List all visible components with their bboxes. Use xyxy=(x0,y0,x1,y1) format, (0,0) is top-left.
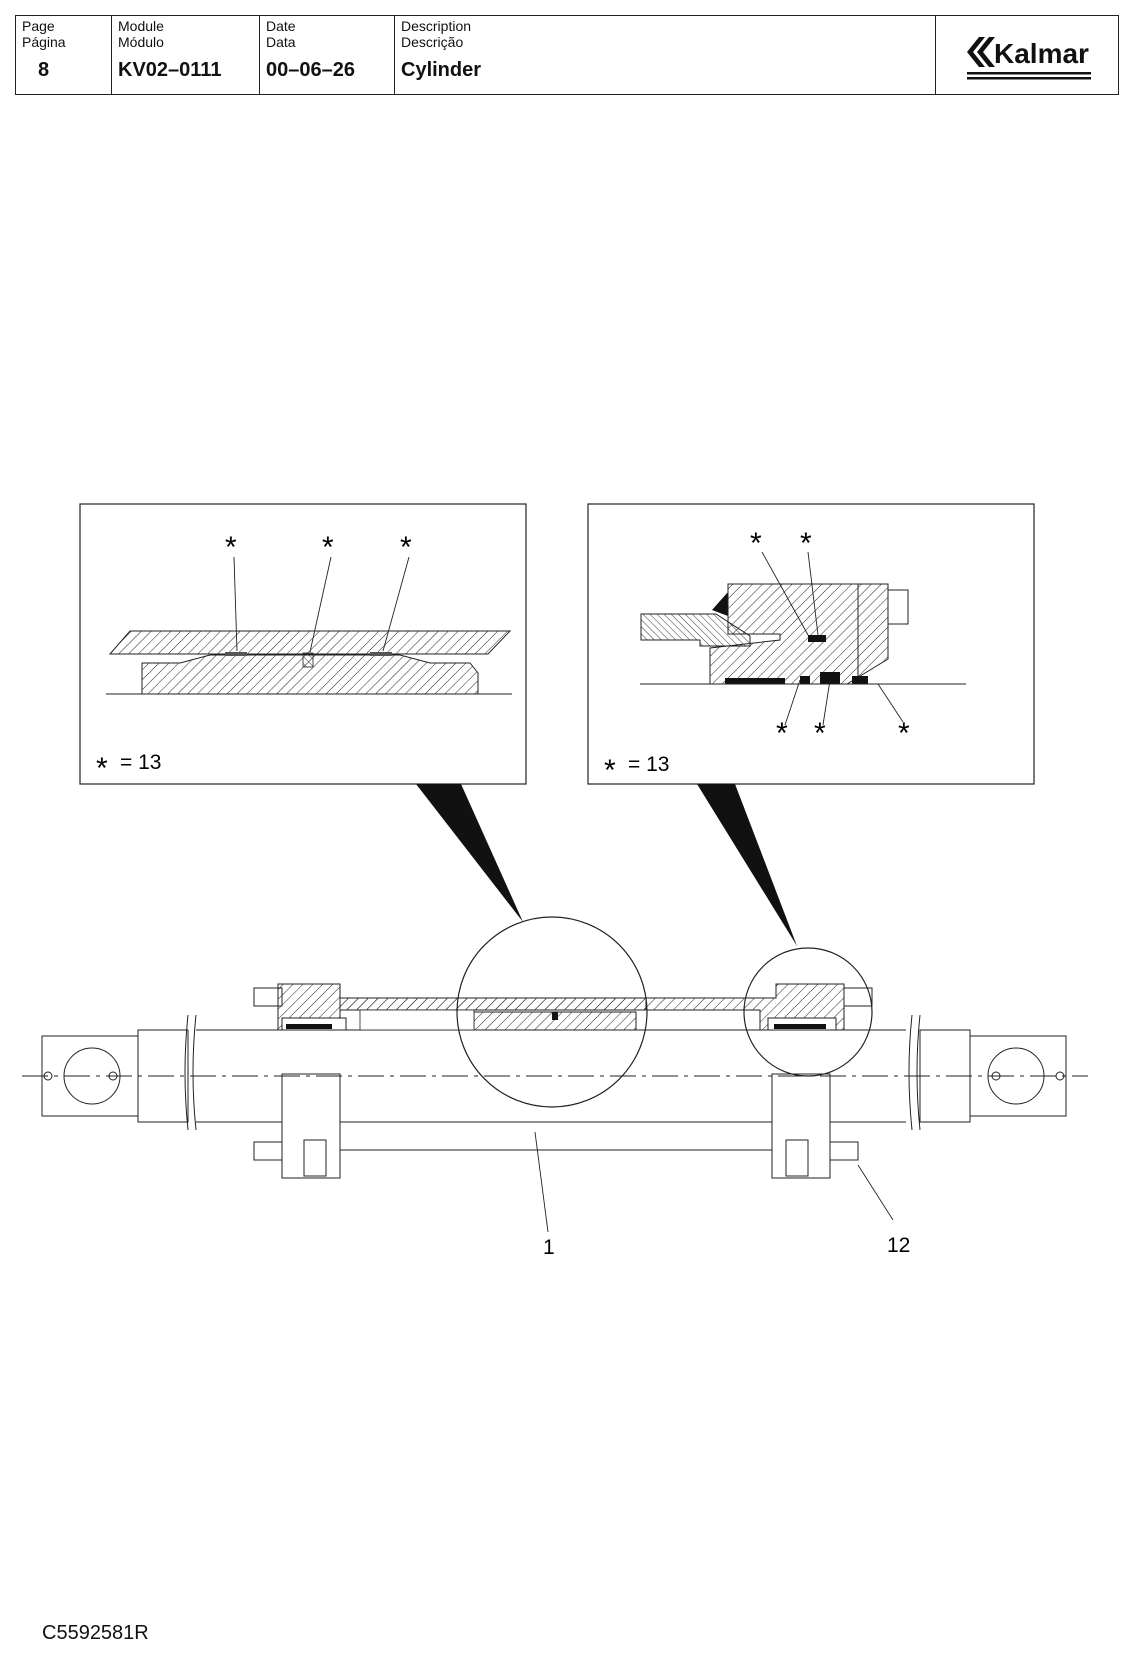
star-mark: * xyxy=(322,531,334,564)
module-label-pt: Módulo xyxy=(118,34,164,50)
module-cell: Module Módulo KV02–0111 xyxy=(112,16,260,94)
module-label: Module xyxy=(118,18,164,34)
detail-left: * * * * = 13 xyxy=(79,503,527,785)
module-number: KV02–0111 xyxy=(118,59,222,81)
page-label: Page xyxy=(22,18,55,34)
star-mark: * xyxy=(800,527,812,560)
callout-12: 12 xyxy=(887,1234,910,1257)
legend-star: * xyxy=(604,754,616,787)
callout-wedge-right xyxy=(697,784,797,946)
detail-circle-left xyxy=(456,916,648,1108)
legend-star: * xyxy=(96,752,108,785)
logo-text: Kalmar xyxy=(994,38,1089,69)
date-cell: Date Data 00–06–26 xyxy=(260,16,395,94)
star-mark: * xyxy=(898,717,910,750)
title-block: Page Página 8 Module Módulo KV02–0111 Da… xyxy=(15,15,1119,95)
page-label-pt: Página xyxy=(22,34,66,50)
star-mark: * xyxy=(750,527,762,560)
page-cell: Page Página 8 xyxy=(16,16,112,94)
legend-text: = 13 xyxy=(628,753,669,776)
star-mark: * xyxy=(776,717,788,750)
detail-circle-right xyxy=(743,947,873,1077)
star-mark: * xyxy=(225,531,237,564)
description-cell: Description Descrição Cylinder xyxy=(395,16,936,94)
page-number: 8 xyxy=(38,59,50,81)
star-mark: * xyxy=(814,717,826,750)
kalmar-logo: Kalmar xyxy=(936,16,1118,94)
description-value: Cylinder xyxy=(401,59,482,81)
date-label: Date xyxy=(266,18,296,34)
legend-text: = 13 xyxy=(120,751,161,774)
callout-wedge-left xyxy=(416,784,523,922)
detail-right: * * * * * * = 13 xyxy=(587,503,1035,787)
date-label-pt: Data xyxy=(266,34,296,50)
star-mark: * xyxy=(400,531,412,564)
kalmar-logo-icon: Kalmar xyxy=(967,37,1091,80)
description-label-pt: Descrição xyxy=(401,34,464,50)
cylinder-assembly xyxy=(41,1014,1067,1179)
cylinder-section xyxy=(253,983,873,1031)
date-value: 00–06–26 xyxy=(266,59,355,81)
callout-1: 1 xyxy=(543,1236,555,1259)
description-label: Description xyxy=(401,18,472,34)
drawing-code: C5592581R xyxy=(42,1622,149,1644)
